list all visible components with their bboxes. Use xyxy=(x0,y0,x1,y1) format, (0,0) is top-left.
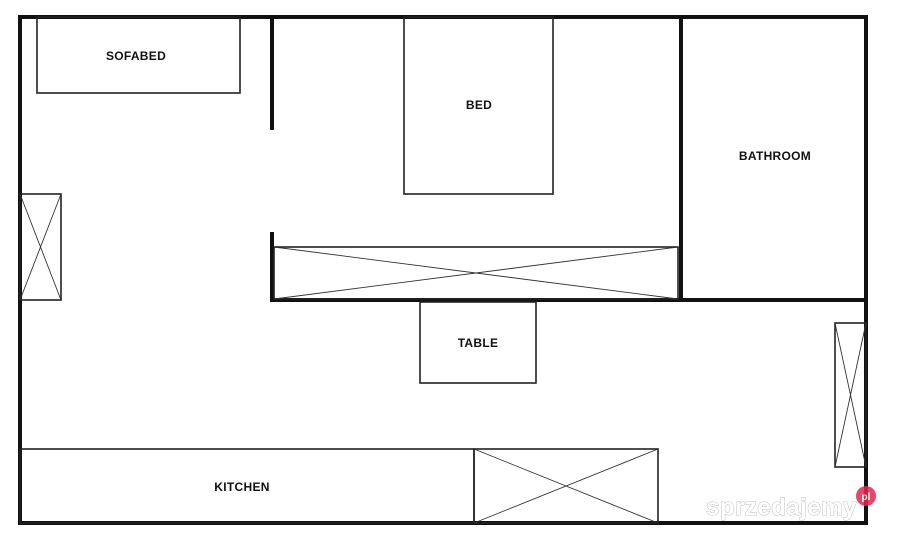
left-window xyxy=(19,193,62,301)
watermark-badge-icon xyxy=(856,486,876,506)
bathroom-label: BATHROOM xyxy=(739,149,811,163)
bed-label: BED xyxy=(466,98,492,112)
sofabed-label: SOFABED xyxy=(106,49,166,63)
table xyxy=(419,301,537,384)
bed xyxy=(403,16,554,195)
right-window xyxy=(834,322,867,468)
kitchen-label: KITCHEN xyxy=(214,480,269,494)
kitchen-appliance xyxy=(473,448,659,524)
table-label: TABLE xyxy=(458,336,499,350)
wardrobe xyxy=(273,246,679,300)
watermark-logo: sprzedajemy pl xyxy=(705,486,876,522)
watermark-text: sprzedajemy xyxy=(706,494,857,521)
sofabed xyxy=(36,16,241,94)
watermark-badge-text: pl xyxy=(862,492,871,503)
